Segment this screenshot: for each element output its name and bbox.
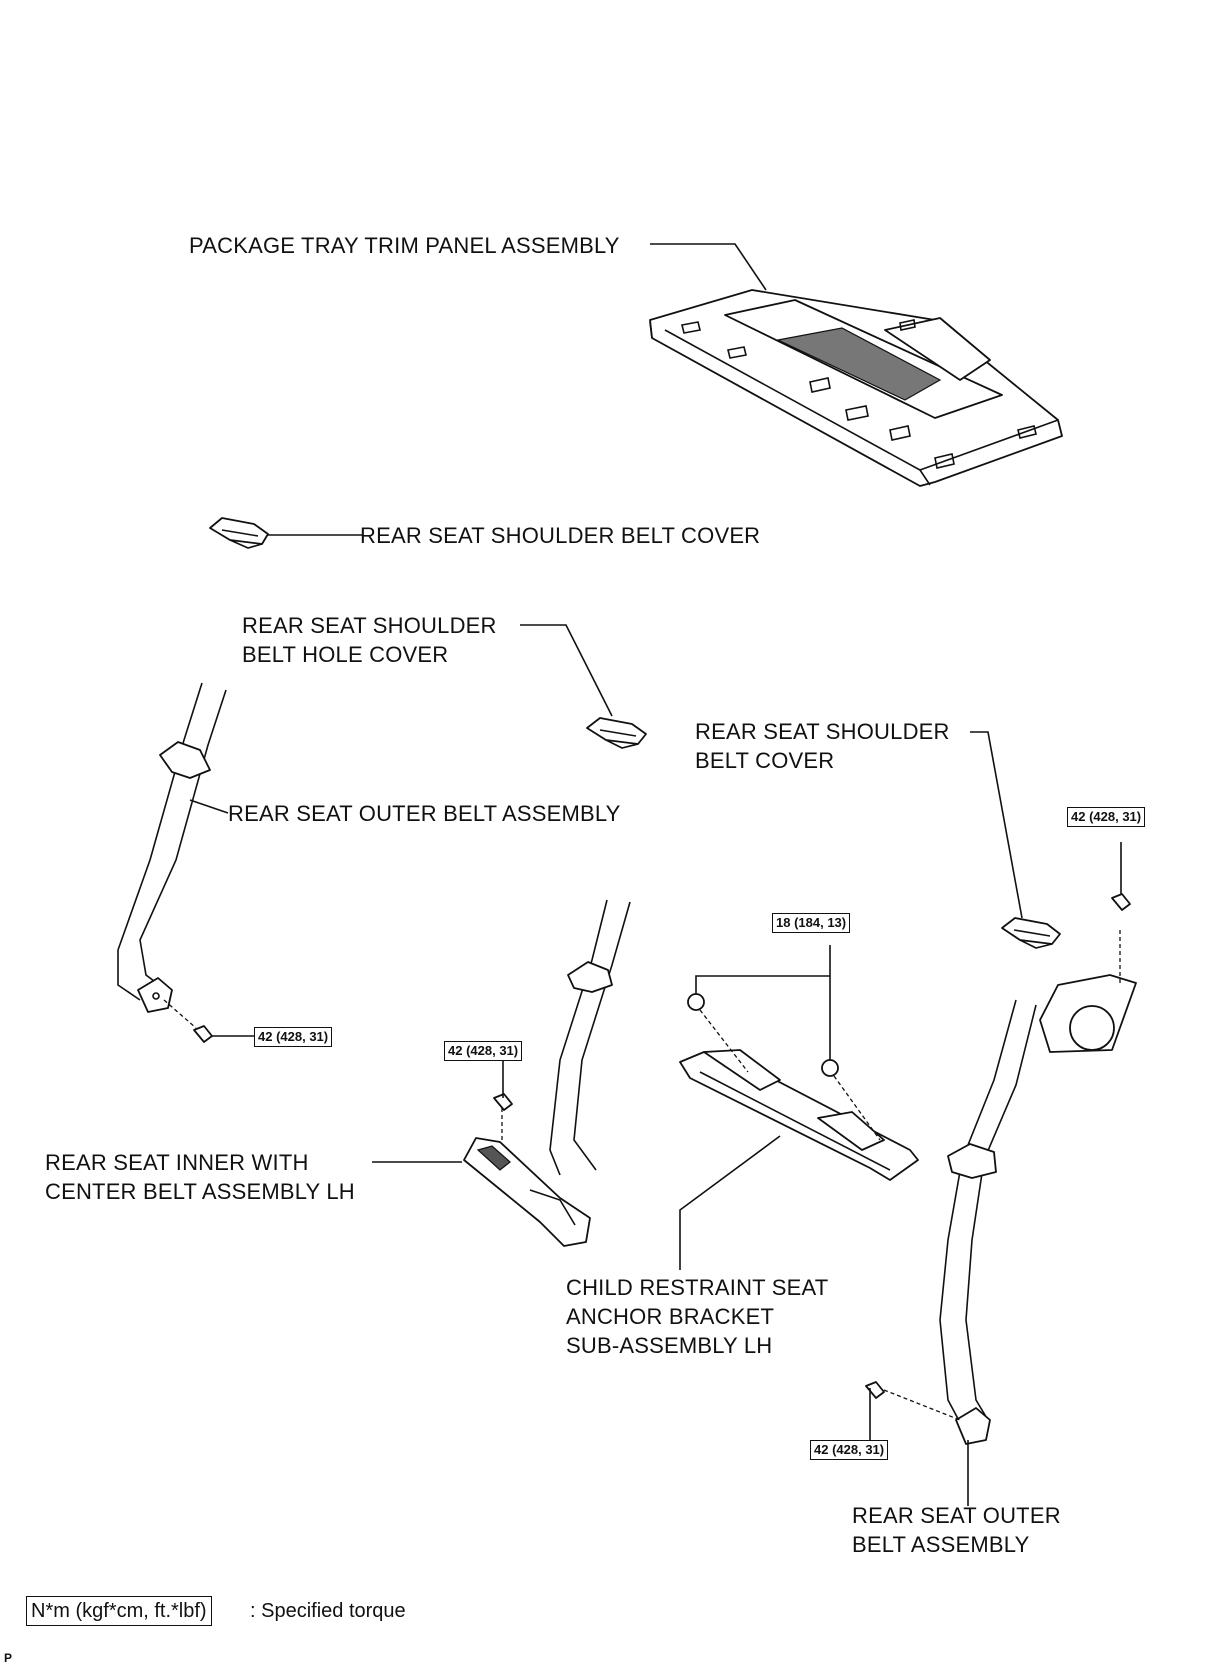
leader-outer-left bbox=[189, 799, 229, 814]
label-child-anchor-line3: SUB-ASSEMBLY LH bbox=[566, 1333, 773, 1358]
shoulder-belt-cover-right bbox=[1001, 917, 1061, 949]
torque-anchor-nuts: 18 (184, 13) bbox=[772, 913, 851, 933]
leader-child-anchor bbox=[679, 1135, 781, 1270]
label-inner-center-line1: REAR SEAT INNER WITH bbox=[45, 1150, 309, 1175]
leader-hole-cover bbox=[520, 624, 613, 717]
bolt-outer-right bbox=[865, 1381, 885, 1448]
label-shoulder-cover-right-line2: BELT COVER bbox=[695, 748, 835, 773]
label-shoulder-belt-cover-top: REAR SEAT SHOULDER BELT COVER bbox=[360, 523, 761, 548]
shoulder-belt-cover-top bbox=[209, 517, 269, 549]
legend-unit-box: N*m (kgf*cm, ft.*lbf) bbox=[26, 1596, 212, 1626]
bolt-inner-center bbox=[493, 1060, 513, 1111]
torque-inner-center-bolt: 42 (428, 31) bbox=[444, 1041, 523, 1061]
corner-mark: P bbox=[4, 1651, 13, 1665]
bolt-outer-left bbox=[193, 1025, 254, 1043]
torque-outer-right-bolt: 42 (428, 31) bbox=[810, 1440, 889, 1460]
package-tray-trim-panel bbox=[649, 289, 1063, 487]
leader-package-tray bbox=[650, 243, 767, 291]
label-child-anchor-line2: ANCHOR BRACKET bbox=[566, 1304, 775, 1329]
outer-belt-right bbox=[939, 974, 1137, 1445]
label-outer-belt-right-line2: BELT ASSEMBLY bbox=[852, 1532, 1030, 1557]
label-inner-center-line2: CENTER BELT ASSEMBLY LH bbox=[45, 1179, 355, 1204]
torque-retractor-bolt: 42 (428, 31) bbox=[1067, 807, 1146, 827]
label-package-tray: PACKAGE TRAY TRIM PANEL ASSEMBLY bbox=[189, 233, 620, 258]
outer-belt-left bbox=[117, 682, 227, 1013]
leader-anchor-nuts bbox=[695, 945, 831, 1060]
bolt-retractor bbox=[1111, 842, 1131, 911]
label-outer-belt-right-line1: REAR SEAT OUTER bbox=[852, 1503, 1061, 1528]
torque-outer-left-bolt: 42 (428, 31) bbox=[254, 1027, 333, 1047]
legend-text: : Specified torque bbox=[250, 1600, 406, 1622]
label-hole-cover-line1: REAR SEAT SHOULDER bbox=[242, 613, 497, 638]
shoulder-belt-hole-cover bbox=[586, 717, 647, 749]
label-shoulder-cover-right-line1: REAR SEAT SHOULDER bbox=[695, 719, 950, 744]
label-child-anchor-line1: CHILD RESTRAINT SEAT bbox=[566, 1275, 829, 1300]
leader-shoulder-cover-right bbox=[970, 731, 1023, 919]
child-restraint-anchor-bracket bbox=[679, 993, 919, 1181]
label-outer-belt-left: REAR SEAT OUTER BELT ASSEMBLY bbox=[228, 801, 621, 826]
inner-center-belt bbox=[463, 899, 631, 1247]
label-hole-cover-line2: BELT HOLE COVER bbox=[242, 642, 449, 667]
